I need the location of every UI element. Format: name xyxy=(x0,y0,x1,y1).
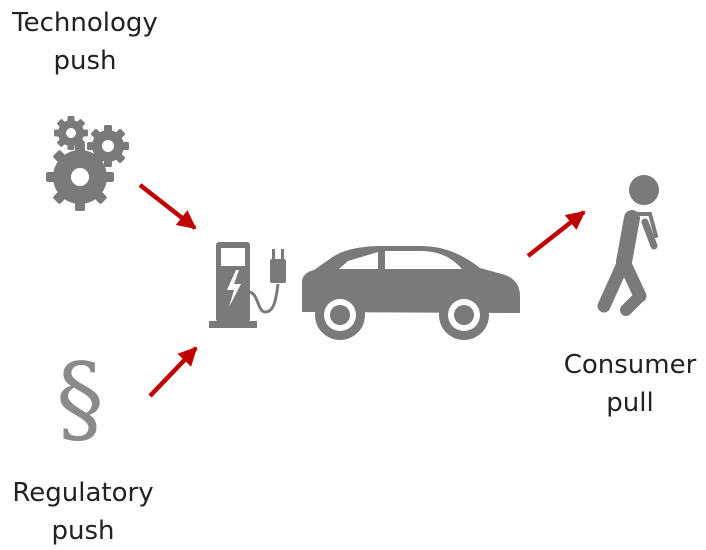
technology-arrow xyxy=(138,183,197,230)
charging-station-icon xyxy=(209,242,286,328)
technology-push-label: Technology push xyxy=(0,4,170,80)
consumer-pull-line1: Consumer xyxy=(563,350,697,380)
regulatory-arrow xyxy=(148,346,198,398)
regulatory-push-line2: push xyxy=(51,516,115,546)
regulatory-push-line1: Regulatory xyxy=(12,478,154,508)
regulatory-push-label: Regulatory push xyxy=(0,474,166,550)
large-gear-icon xyxy=(46,143,114,211)
gears-icon xyxy=(46,116,129,211)
small-gear-right-icon xyxy=(87,125,129,167)
consumer-arrow xyxy=(526,210,586,258)
technology-push-line1: Technology xyxy=(12,8,158,38)
car-icon xyxy=(302,246,520,340)
consumer-pull-line2: pull xyxy=(606,388,654,418)
consumer-pull-label: Consumer pull xyxy=(560,346,700,422)
walking-person-icon xyxy=(597,175,659,316)
small-gear-top-icon xyxy=(54,116,88,150)
technology-push-line2: push xyxy=(53,46,117,76)
section-sign-icon: § xyxy=(56,343,104,455)
